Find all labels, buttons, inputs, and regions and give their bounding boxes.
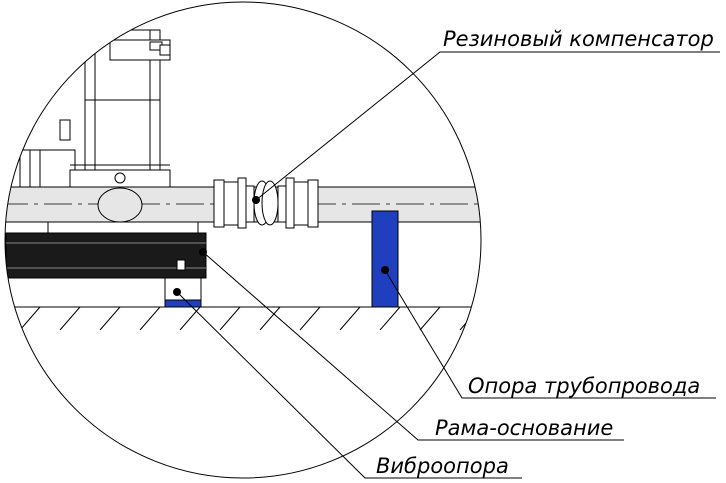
vibration-mount bbox=[164, 259, 202, 308]
leader-dots bbox=[173, 196, 389, 296]
label-base-frame: Рама-основание bbox=[435, 416, 613, 440]
label-vibration-mount: Виброопора bbox=[376, 454, 509, 478]
pipe-support bbox=[371, 210, 399, 308]
label-pipe-support: Опора трубопровода bbox=[468, 374, 700, 398]
detail-view bbox=[5, 29, 481, 331]
pump-unit bbox=[9, 29, 171, 191]
label-rubber-compensator: Резиновый компенсатор bbox=[443, 27, 714, 51]
ground-hatching bbox=[5, 306, 481, 331]
leader-lines bbox=[176, 51, 720, 479]
detail-circle bbox=[4, 1, 482, 479]
base-frame bbox=[5, 221, 207, 279]
rubber-compensator bbox=[213, 177, 319, 229]
pipeline bbox=[5, 186, 481, 223]
